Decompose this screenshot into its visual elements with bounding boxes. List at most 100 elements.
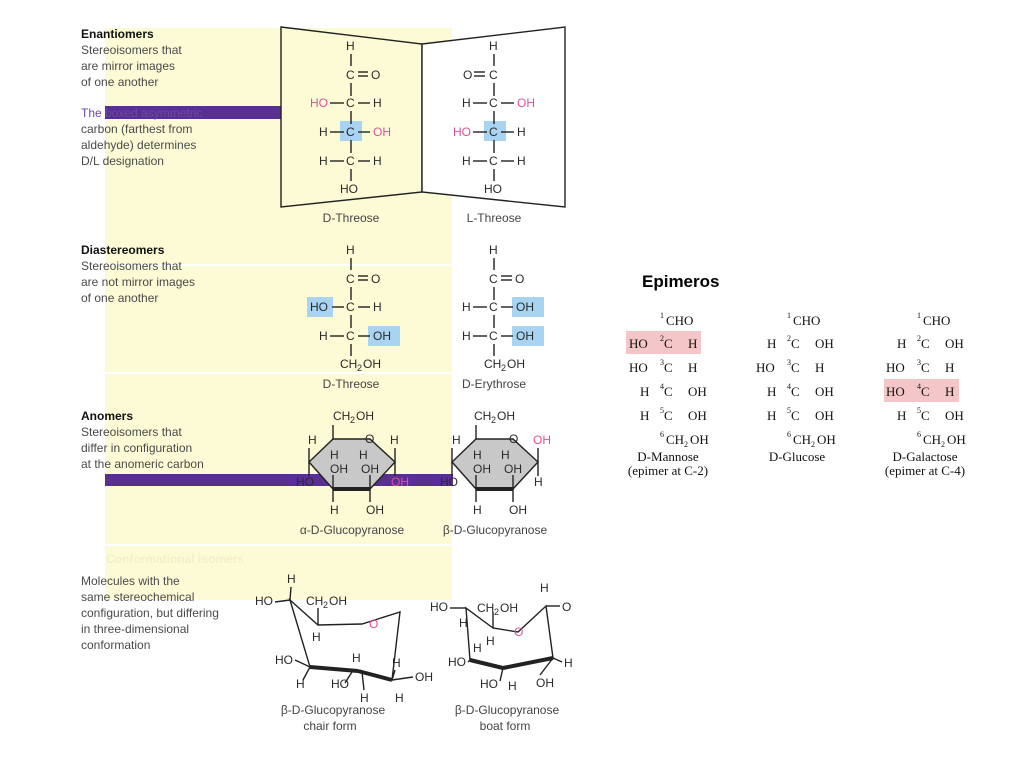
svg-text:C: C (346, 125, 355, 139)
svg-text:H: H (360, 691, 369, 705)
svg-text:CHO: CHO (923, 313, 950, 328)
svg-text:O: O (463, 68, 472, 82)
enantiomers-title: Enantiomers (81, 27, 154, 41)
diastereomers-title: Diastereomers (81, 243, 165, 257)
svg-text:HO: HO (886, 360, 905, 375)
svg-text:6: 6 (787, 430, 791, 439)
svg-text:CH: CH (477, 601, 494, 615)
svg-text:C: C (921, 384, 930, 399)
svg-text:H: H (312, 630, 321, 644)
svg-text:HO: HO (886, 384, 905, 399)
svg-text:3: 3 (787, 358, 791, 367)
svg-text:CHO: CHO (666, 313, 693, 328)
svg-text:OH: OH (516, 329, 534, 343)
caption-alpha-glc: α-D-Glucopyranose (300, 523, 405, 537)
svg-text:OH: OH (517, 96, 535, 110)
svg-text:OH: OH (373, 329, 391, 343)
svg-text:H: H (452, 433, 461, 447)
svg-text:2: 2 (350, 415, 355, 425)
svg-text:C: C (921, 360, 930, 375)
diastereomers-desc-1: Stereoisomers that (81, 259, 182, 273)
svg-text:OH: OH (366, 503, 384, 517)
svg-text:OH: OH (500, 601, 518, 615)
svg-text:C: C (664, 408, 673, 423)
caption-chair-2: chair form (303, 719, 356, 733)
svg-text:O: O (515, 272, 524, 286)
boxed-note-2: carbon (farthest from (81, 122, 193, 136)
svg-text:C: C (489, 154, 498, 168)
svg-text:H: H (534, 475, 543, 489)
svg-text:OH: OH (945, 336, 964, 351)
svg-text:OH: OH (363, 357, 381, 371)
diastereomers-desc-2: are not mirror images (81, 275, 196, 289)
svg-text:CH: CH (474, 409, 491, 423)
svg-text:HO: HO (255, 594, 273, 608)
svg-text:HO: HO (275, 653, 293, 667)
svg-text:H: H (330, 448, 339, 462)
svg-text:C: C (489, 96, 498, 110)
svg-text:H: H (462, 300, 471, 314)
svg-text:H: H (767, 408, 776, 423)
svg-text:2: 2 (660, 334, 664, 343)
anomers-desc-1: Stereoisomers that (81, 425, 182, 439)
svg-text:6: 6 (660, 430, 664, 439)
svg-text:OH: OH (373, 125, 391, 139)
svg-text:C: C (489, 68, 498, 82)
anomers-desc-3: at the anomeric carbon (81, 457, 204, 471)
svg-text:H: H (308, 433, 317, 447)
svg-text:O: O (369, 617, 378, 631)
conformational-desc-3: configuration, but differing (81, 606, 219, 620)
svg-text:H: H (815, 360, 824, 375)
conformational-desc-2: same stereochemical (81, 590, 195, 604)
epimeros-title: Epimeros (642, 272, 720, 291)
svg-text:C: C (489, 125, 498, 139)
svg-text:HO: HO (629, 336, 648, 351)
svg-text:5: 5 (787, 406, 791, 415)
mannose-note: (epimer at C-2) (628, 463, 708, 478)
svg-text:C: C (346, 300, 355, 314)
d-threose-fischer: H C O HO C H H C OH H C H HO (310, 39, 391, 196)
svg-text:HO: HO (484, 182, 502, 196)
svg-text:H: H (462, 329, 471, 343)
svg-text:H: H (508, 679, 517, 693)
svg-text:H: H (473, 503, 482, 517)
svg-text:HO: HO (453, 125, 471, 139)
svg-text:O: O (371, 272, 380, 286)
svg-text:6: 6 (917, 430, 921, 439)
svg-text:H: H (473, 641, 482, 655)
svg-text:2: 2 (917, 334, 921, 343)
svg-text:OH: OH (497, 409, 515, 423)
svg-text:C: C (921, 408, 930, 423)
svg-text:5: 5 (917, 406, 921, 415)
caption-boat-1: β-D-Glucopyranose (455, 703, 560, 717)
svg-text:H: H (489, 39, 498, 53)
svg-text:2: 2 (501, 363, 506, 373)
svg-text:HO: HO (756, 360, 775, 375)
svg-text:H: H (352, 651, 361, 665)
svg-text:CH: CH (666, 432, 684, 447)
svg-text:2: 2 (787, 334, 791, 343)
conformational-desc-5: conformation (81, 638, 151, 652)
svg-text:2: 2 (811, 440, 815, 449)
svg-text:CH: CH (484, 357, 501, 371)
svg-text:C: C (489, 272, 498, 286)
svg-text:HO: HO (440, 475, 458, 489)
svg-text:C: C (791, 336, 800, 351)
svg-text:C: C (664, 384, 673, 399)
svg-text:O: O (371, 68, 380, 82)
diastereomers-desc-3: of one another (81, 291, 159, 305)
glucose-name: D-Glucose (769, 449, 826, 464)
l-threose-fischer: H O C H C OH HO C H H C H HO (453, 39, 535, 196)
svg-text:H: H (897, 336, 906, 351)
conformational-desc-1: Molecules with the (81, 574, 180, 588)
svg-text:OH: OH (817, 432, 836, 447)
anomers-title: Anomers (81, 409, 134, 423)
svg-text:HO: HO (448, 655, 466, 669)
svg-text:H: H (319, 154, 328, 168)
svg-text:H: H (486, 634, 495, 648)
galactose-note: (epimer at C-4) (885, 463, 965, 478)
